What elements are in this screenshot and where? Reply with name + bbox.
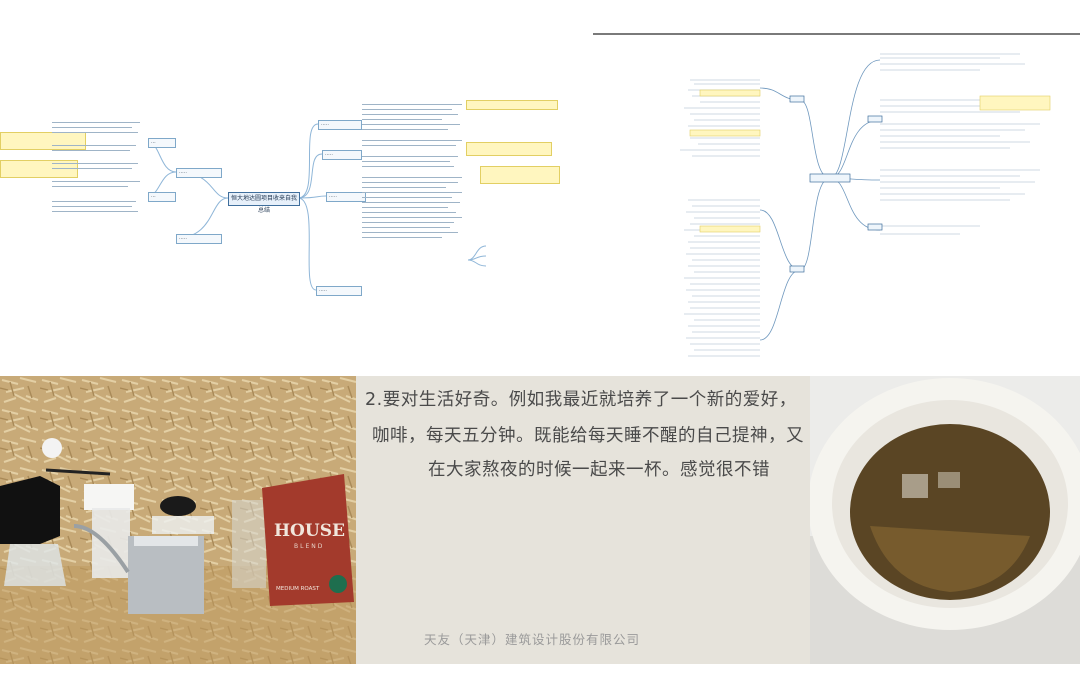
company-watermark: 天友（天津）建筑设计股份有限公司 [424, 632, 641, 647]
coffee-bag-sub: BLEND [294, 543, 324, 550]
mindmap-left: 恒大地达圆项目收来自我总结 ····· ····· ····· ····· ··… [0, 100, 590, 360]
coffee-bag-roast: MEDIUM ROAST [276, 586, 320, 592]
mindmap-node: ····· [316, 286, 362, 296]
mindmap-note [466, 100, 558, 110]
mindmap-text-block [362, 100, 466, 238]
mindmap-left-central-topic: 恒大地达圆项目收来自我总结 [228, 192, 300, 214]
mindmap-node: ··· [148, 138, 176, 148]
coffee-photo-illustration: HOUSE BLEND MEDIUM ROAST [0, 376, 356, 664]
body-text-line-3: 在大家熬夜的时候一起来一杯。感觉很不错 [428, 460, 770, 480]
mindmap-node: ····· [176, 234, 222, 244]
mindmap-note [466, 142, 552, 156]
mindmap-node: ····· [326, 192, 366, 202]
mindmap-node: ····· [318, 120, 362, 130]
mindmap-right-connectors [680, 53, 1051, 357]
coffee-equipment-photo: HOUSE BLEND MEDIUM ROAST [0, 376, 356, 664]
text-panel: 2.要对生活好奇。例如我最近就培养了一个新的爱好， 咖啡，每天五分钟。既能给每天… [356, 376, 810, 664]
mindmap-node: ····· [176, 168, 222, 178]
mindmap-node: ····· [322, 150, 362, 160]
tea-cup-photo [810, 376, 1080, 664]
cup-illustration [810, 376, 1080, 664]
mindmap-note [0, 160, 78, 178]
mindmap-right [680, 40, 1080, 365]
coffee-bag-brand: HOUSE [274, 521, 345, 541]
mindmap-left-connectors [147, 123, 487, 291]
body-text-line-1: 2.要对生活好奇。例如我最近就培养了一个新的爱好， [365, 390, 797, 410]
top-divider-line [593, 33, 1080, 35]
body-text-line-2: 咖啡，每天五分钟。既能给每天睡不醒的自己提神，又 [372, 426, 804, 446]
mindmap-note [480, 166, 560, 184]
mindmap-node: ··· [148, 192, 176, 202]
mindmap-text-block [52, 118, 142, 212]
